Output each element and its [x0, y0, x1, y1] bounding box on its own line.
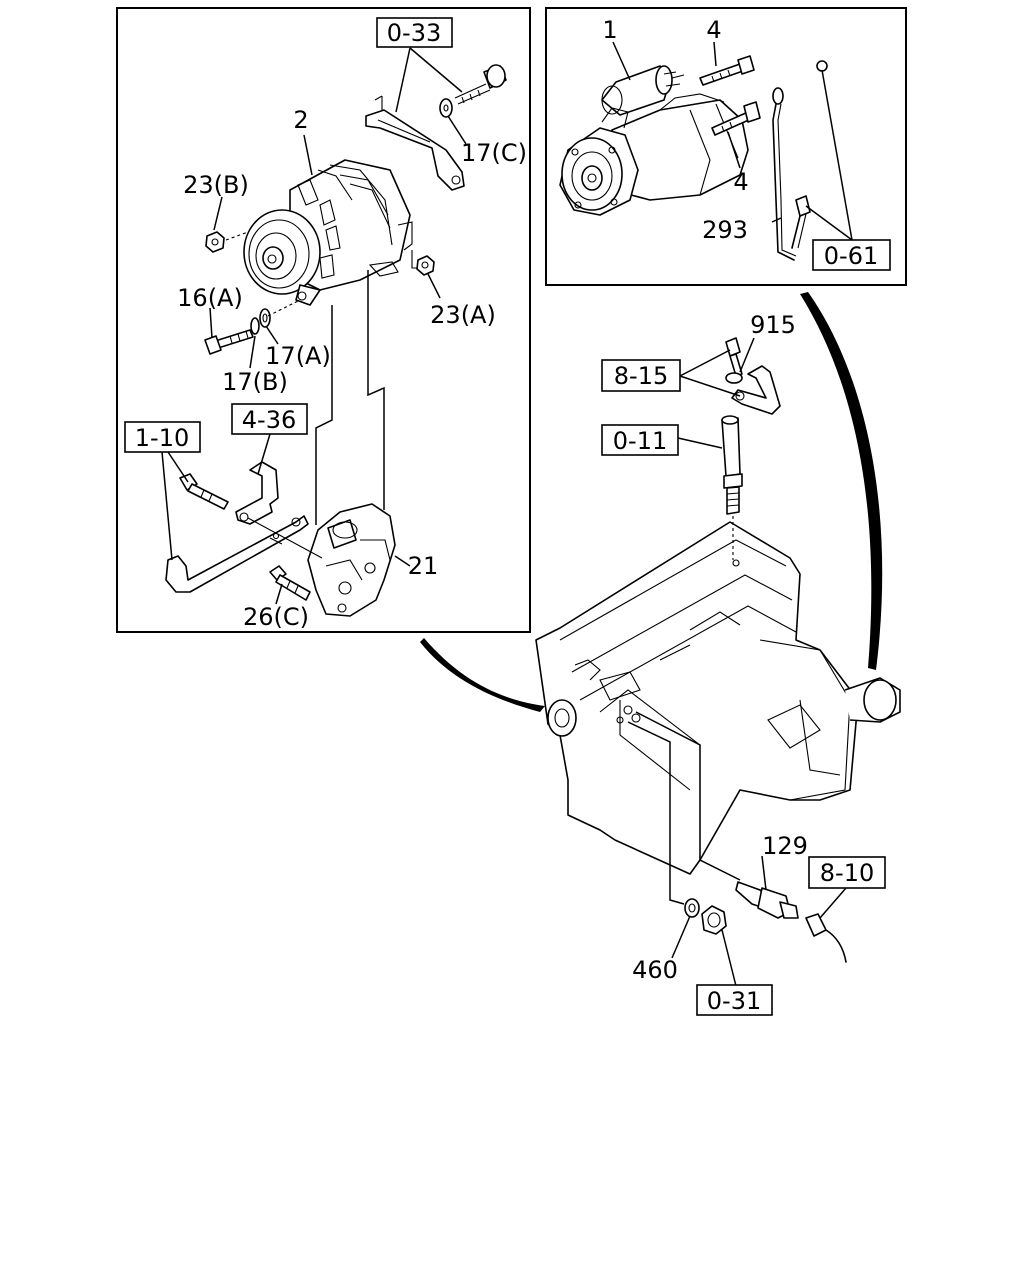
alternator [243, 159, 413, 306]
callout-17c: 17(C) [461, 139, 527, 167]
ref-0-33[interactable]: 0-33 [387, 19, 441, 47]
ref-box-8-10 [808, 856, 886, 889]
ref-4-36[interactable]: 4-36 [242, 406, 296, 434]
ref-box-0-33 [376, 17, 453, 48]
ground-cable-293 [772, 60, 828, 261]
ref-box-0-61 [812, 239, 891, 271]
callout-4-upper: 4 [706, 16, 721, 44]
o-ring-460 [684, 898, 700, 918]
assembly-lines-alternator [247, 270, 385, 559]
connector-8-10 [805, 913, 847, 963]
ref-box-0-31 [696, 984, 773, 1016]
callout-460: 460 [632, 956, 678, 984]
alternator-detail-frame [116, 7, 531, 633]
plug-0-31 [701, 905, 727, 935]
ref-box-0-11 [601, 424, 679, 456]
adjust-strap [365, 95, 465, 191]
ref-box-4-36 [231, 403, 308, 435]
bolt-0-33 [454, 64, 507, 105]
starter-detail-frame [545, 7, 907, 286]
callout-1: 1 [602, 16, 617, 44]
stud-0-11 [721, 415, 743, 560]
washer-17c [439, 98, 453, 118]
bolt-26c [269, 565, 311, 601]
nut-23a [411, 250, 435, 276]
bracket-8-15 [731, 365, 781, 415]
starter-bolt-lower [711, 101, 761, 136]
ref-0-61[interactable]: 0-61 [824, 242, 878, 270]
nut-23b [205, 231, 249, 253]
engine-block [535, 521, 901, 875]
callout-26c: 26(C) [243, 603, 309, 631]
starter-bolt-upper [699, 55, 755, 86]
bracket-1-10 [165, 515, 309, 593]
routing-lines-engine [627, 711, 741, 905]
starter-motor [559, 65, 749, 216]
callout-2: 2 [293, 106, 308, 134]
callout-21: 21 [408, 552, 439, 580]
callout-4-lower: 4 [733, 168, 748, 196]
alternator-pointer-arc [420, 638, 545, 712]
ref-0-31[interactable]: 0-31 [707, 987, 761, 1015]
callout-17b: 17(B) [222, 368, 288, 396]
leader-lines [161, 41, 853, 987]
sensor-129 [735, 881, 799, 919]
callout-293: 293 [702, 216, 748, 244]
ref-box-1-10 [124, 421, 201, 453]
ref-box-8-15 [601, 359, 681, 392]
callout-129: 129 [762, 832, 808, 860]
callout-17a: 17(A) [265, 342, 331, 370]
starter-pointer-arc [800, 292, 883, 670]
callout-915: 915 [750, 311, 796, 339]
bracket-4-36 [235, 461, 279, 525]
ref-0-11[interactable]: 0-11 [613, 427, 667, 455]
bolt-915 [725, 337, 743, 384]
callout-23b: 23(B) [183, 171, 249, 199]
callout-16a: 16(A) [177, 284, 243, 312]
mount-bracket-21 [307, 503, 396, 617]
callout-23a: 23(A) [430, 301, 496, 329]
ref-8-10[interactable]: 8-10 [820, 859, 874, 887]
bolt-1-10 [179, 473, 229, 510]
ref-1-10[interactable]: 1-10 [135, 424, 189, 452]
ref-8-15[interactable]: 8-15 [614, 362, 668, 390]
